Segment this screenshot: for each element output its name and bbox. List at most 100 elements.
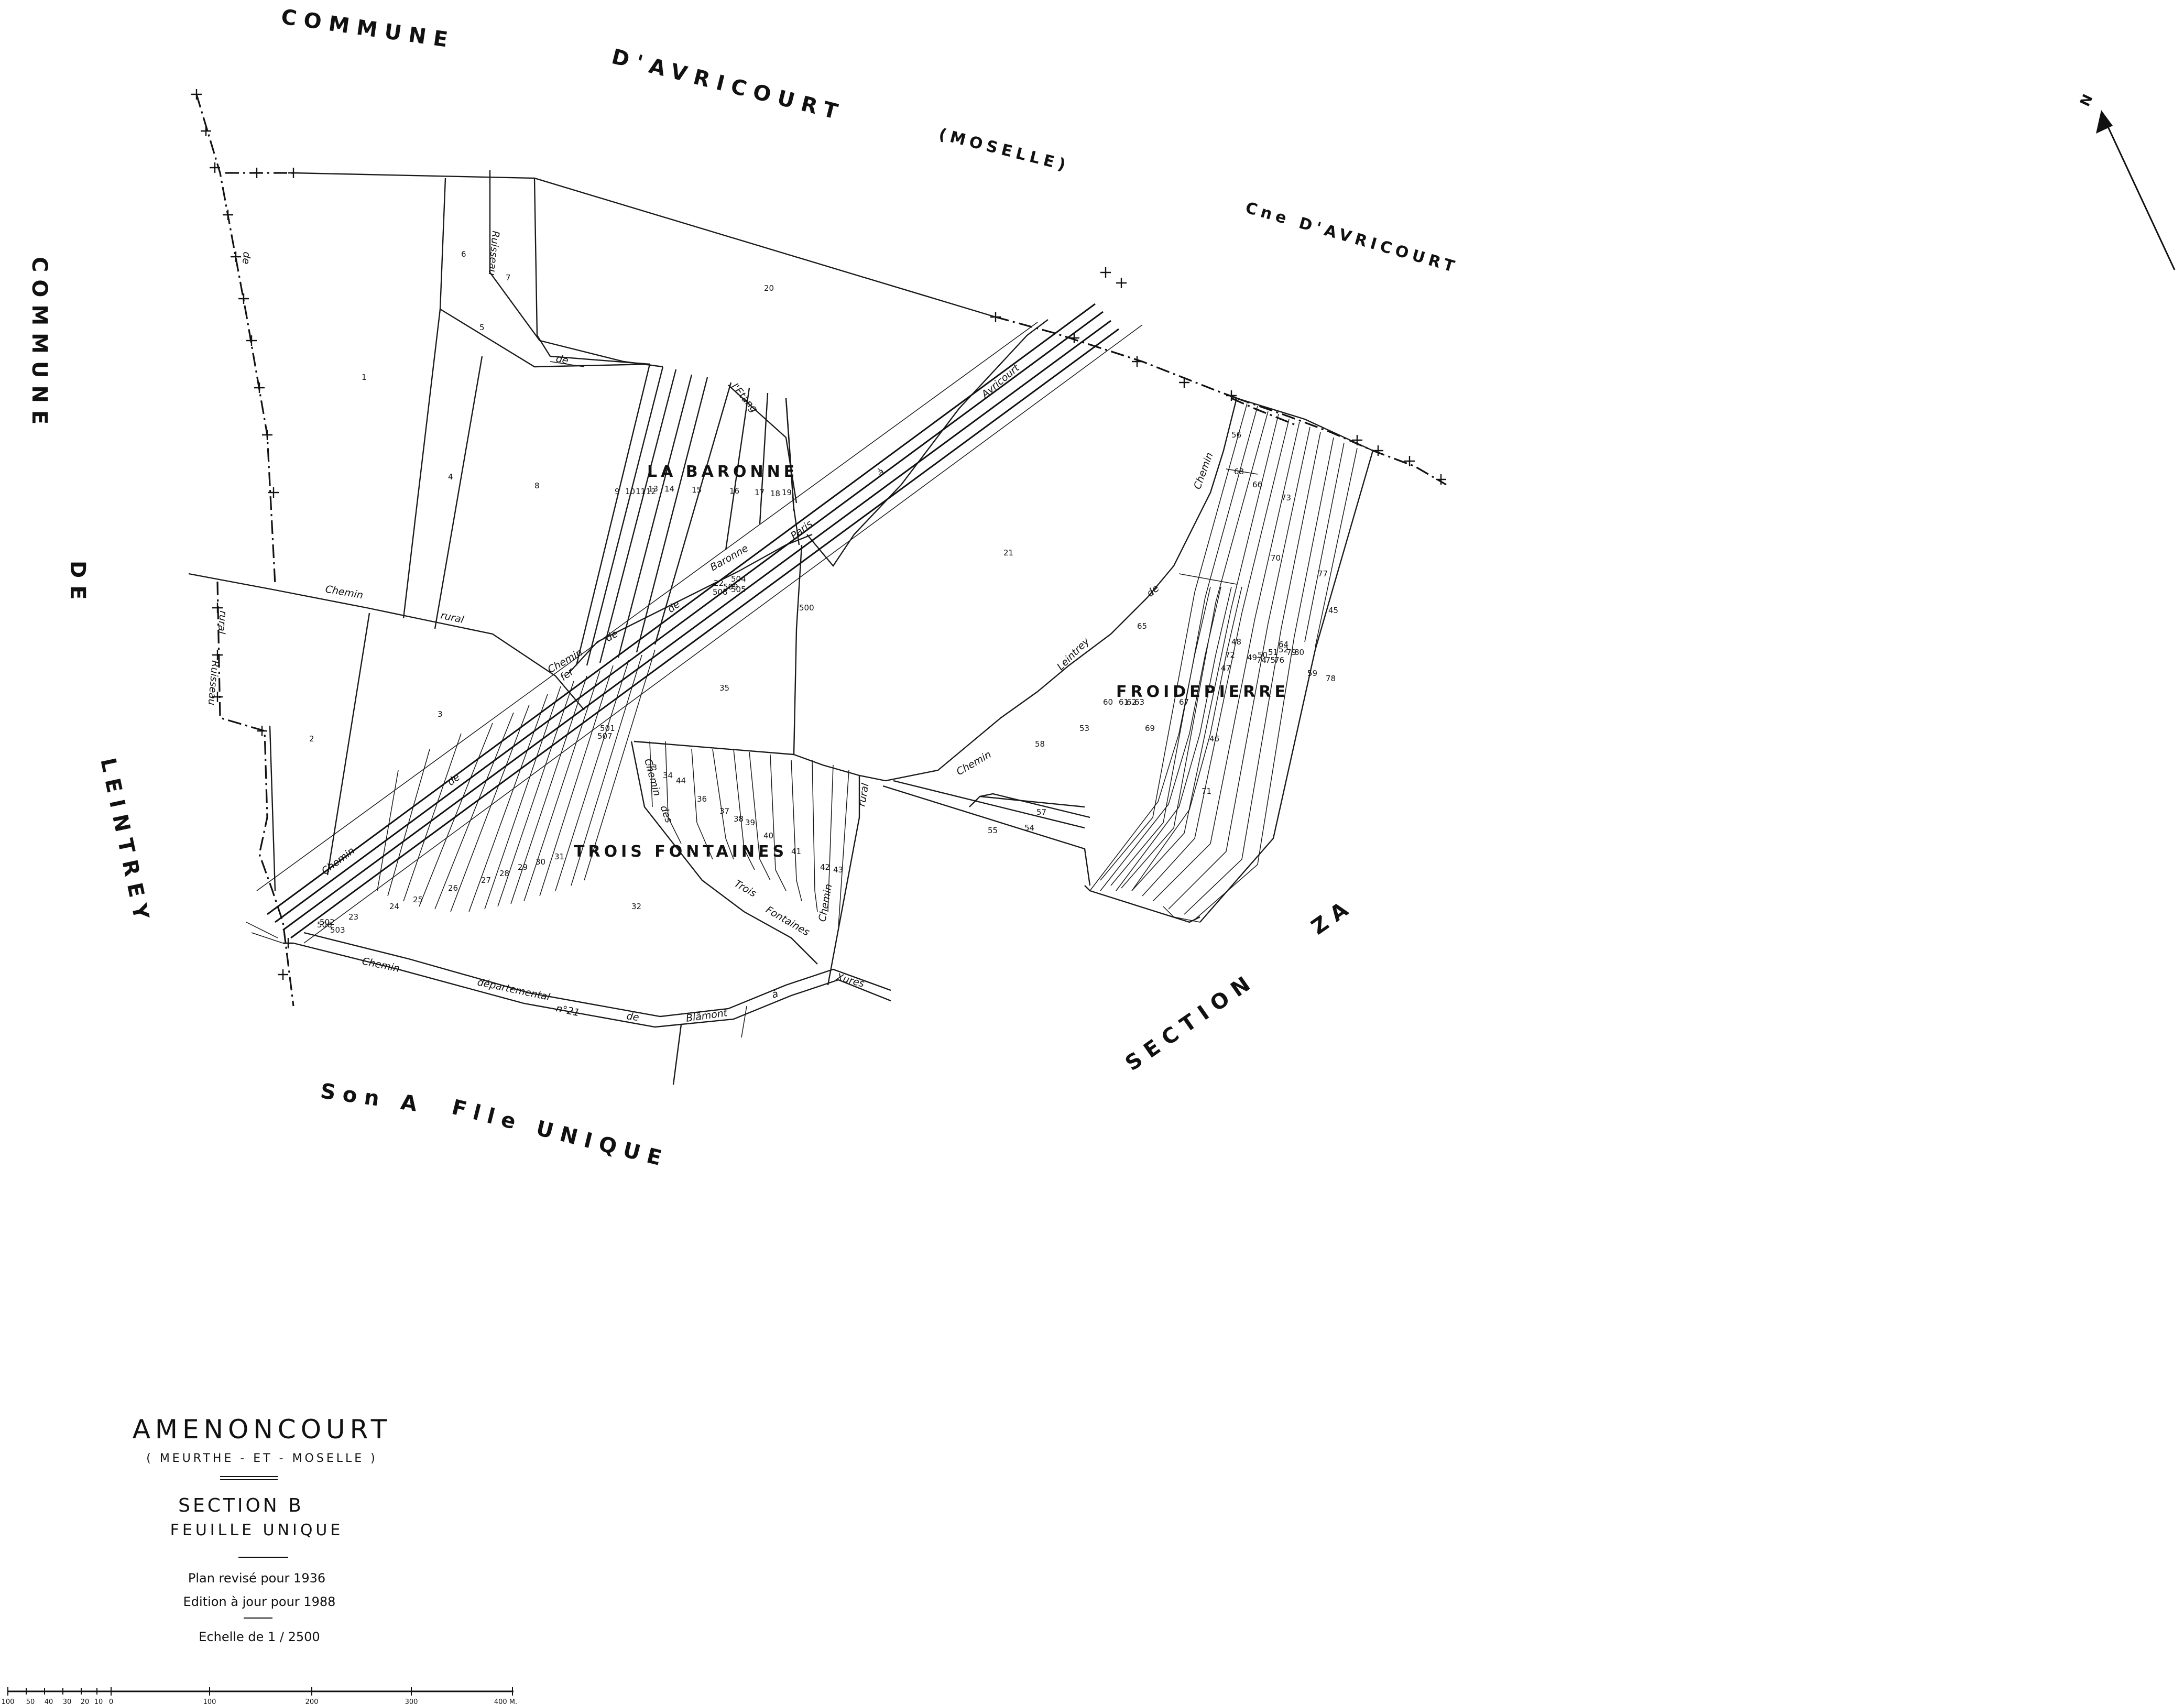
parcel-number: 508: [713, 587, 728, 597]
scale-tick-label: 20: [81, 1698, 90, 1705]
road-label: Chemin: [324, 583, 364, 601]
parcel-number: 30: [536, 857, 545, 867]
road-label: Chemin: [1192, 451, 1216, 491]
parcel-number: 509: [723, 582, 738, 592]
parcel-number: 72: [1225, 650, 1235, 660]
cartouche-scale: Echelle de 1 / 2500: [199, 1630, 320, 1644]
south-section-label: Son A: [319, 1079, 426, 1117]
cartouche: AMENONCOURT ( MEURTHE - ET - MOSELLE ) S…: [133, 1414, 387, 1644]
parcel-number: 77: [1318, 569, 1328, 578]
locality-froidepierre: FROIDEPIERRE: [1116, 683, 1289, 701]
parcel-number: 48: [1231, 637, 1241, 647]
parcel-number: 58: [1035, 739, 1045, 749]
parcel-number: 63: [1134, 697, 1144, 707]
parcel-number: 67: [1179, 697, 1189, 707]
road-label: Trois: [733, 878, 759, 899]
locality-la-baronne: LA BARONNE: [647, 463, 798, 481]
parcel-number: 26: [448, 883, 458, 893]
road-label: à: [771, 988, 780, 1001]
scale-tick-label: 0: [109, 1698, 113, 1705]
road-label: l'Etang: [729, 381, 760, 414]
parcel-number: 37: [719, 806, 729, 816]
parcel-number: 505: [731, 585, 746, 594]
parcel-number: 44: [676, 776, 686, 785]
road-label: Chemin: [955, 749, 993, 778]
cartouche-departement: ( MEURTHE - ET - MOSELLE ): [146, 1452, 377, 1465]
parcel-number: 16: [729, 486, 739, 496]
west-commune-label: COMMUNE: [27, 257, 51, 432]
cartouche-feuille: FEUILLE UNIQUE: [170, 1521, 344, 1539]
parcel-number: 49: [1247, 653, 1257, 662]
parcel-number: 501: [600, 724, 615, 733]
parcel-number: 40: [763, 831, 773, 840]
parcel-number: 42: [820, 862, 830, 872]
parcel-number: 5: [479, 323, 485, 332]
parcel-number: 7: [506, 273, 511, 282]
cartouche-edition: Edition à jour pour 1988: [183, 1594, 336, 1609]
road-label: Fontaines: [764, 904, 812, 938]
road-label: Chemin: [320, 845, 357, 877]
north-commune-name: D'AVRICOURT: [609, 45, 847, 126]
road-label: Ruisseau: [206, 660, 221, 706]
border-cross-marks: [191, 89, 1446, 980]
parcel-number: 51: [1268, 648, 1278, 657]
road-label: de: [626, 1010, 640, 1023]
parcel-number: 39: [745, 818, 755, 827]
parcel-number: 14: [664, 484, 674, 494]
south-feuille-label: Flle UNIQUE: [450, 1095, 671, 1172]
road-label: des: [658, 804, 674, 824]
locality-trois-fontaines: TROIS FONTAINES: [574, 843, 788, 861]
parcel-number: 75: [1265, 655, 1275, 665]
parcel-number: 35: [719, 683, 729, 693]
road-label: n°21: [555, 1002, 581, 1019]
parcel-number: 76: [1274, 655, 1284, 665]
cartouche-revision: Plan revisé pour 1936: [188, 1571, 325, 1586]
parcel-number: 12: [646, 487, 656, 496]
road-labels: Chemin de fer de Paris à Avricourt Chemi…: [206, 231, 1216, 1024]
scale-bar: 100 50 40 30 20 10 0 100 200 300 400 M.: [2, 1687, 517, 1705]
parcel-number: 507: [597, 731, 613, 741]
scale-tick-label: 50: [26, 1698, 35, 1705]
west-commune-de: DE: [65, 561, 90, 607]
parcel-number: 19: [782, 488, 792, 497]
parcel-number: 52: [1279, 645, 1288, 654]
parcel-number: 43: [833, 865, 843, 875]
parcel-numbers: 1 2 3 4 5 6 7 8 9 10 11 12 13 14 15 16 1…: [309, 249, 1338, 935]
parcel-number: 506: [317, 920, 332, 930]
north-arrow-label: N: [2077, 92, 2096, 109]
north-east-commune-label: Cne D'AVRICOURT: [1243, 199, 1460, 277]
parcel-number: 10: [625, 487, 635, 496]
parcel-number: 9: [615, 487, 620, 496]
road-label: Chemin: [361, 955, 401, 975]
parcel-number: 2: [309, 734, 314, 744]
parcel-number: 59: [1307, 669, 1317, 678]
road-label: Xures: [835, 971, 866, 990]
parcel-number: 64: [1279, 640, 1288, 649]
parcel-number: 31: [554, 852, 564, 861]
railway: [246, 303, 1143, 944]
parcel-number: 13: [648, 484, 658, 494]
parcel-boundaries: [188, 170, 1374, 986]
parcel-number: 69: [1145, 724, 1155, 733]
scale-tick-label: 10: [94, 1698, 103, 1705]
parcel-number: 3: [438, 709, 443, 719]
parcel-number: 60: [1103, 697, 1113, 707]
scale-tick-label: 100: [203, 1698, 216, 1705]
road-label: Ruisseau: [486, 231, 501, 276]
parcel-number: 78: [1326, 674, 1336, 683]
parcel-number: 41: [791, 847, 801, 856]
parcel-number: 24: [389, 902, 399, 911]
parcel-number: 8: [534, 481, 540, 490]
road-label: de: [240, 252, 253, 265]
parcel-number: 25: [413, 895, 423, 904]
parcel-number: 71: [1202, 786, 1211, 796]
parcel-number: 54: [1024, 823, 1034, 833]
parcel-number: 27: [481, 876, 491, 885]
parcel-number: 79: [1286, 648, 1296, 657]
parcel-number: 21: [1003, 548, 1013, 558]
parcel-number: 56: [1231, 430, 1241, 440]
scale-tick-label: 40: [45, 1698, 53, 1705]
parcel-number: 65: [1137, 621, 1147, 631]
road-label: de: [555, 353, 570, 366]
parcel-number: 20: [764, 283, 774, 293]
